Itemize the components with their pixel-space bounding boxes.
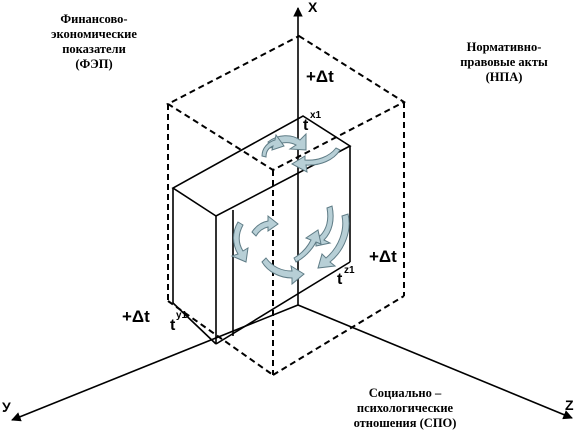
increment-top: +Δt (306, 67, 334, 86)
rotation-arrow-icon (290, 147, 341, 173)
outer-dashed-box (165, 34, 407, 376)
rotation-arrow-icon (251, 214, 279, 237)
caption-npa-line2: правовые акты (460, 55, 548, 69)
rotation-arrow-icon (230, 221, 249, 263)
caption-npa-line3: (НПА) (485, 70, 523, 84)
rotation-arrow-icon (261, 257, 305, 286)
ty1-sub: y1 (176, 310, 188, 321)
time-label-tx1: t x1 (303, 110, 322, 134)
caption-npa-line1: Нормативно- (466, 40, 542, 54)
increment-left: +Δt (122, 307, 150, 326)
tx1-base: t (303, 117, 309, 134)
caption-spo-line1: Социально – (368, 386, 442, 400)
increment-right: +Δt (369, 247, 397, 266)
caption-fep-line2: экономические (51, 27, 137, 41)
rotation-arrow-icon (293, 229, 322, 263)
caption-npa: Нормативно- правовые акты (НПА) (434, 40, 574, 85)
tx1-sub: x1 (310, 110, 322, 121)
caption-fep-line1: Финансово- (60, 12, 128, 26)
time-label-ty1: t y1 (170, 310, 188, 334)
z-axis-line (297, 304, 573, 420)
time-label-tz1: t z1 (337, 265, 355, 288)
rotation-arrow-icon (261, 133, 285, 158)
x-axis-label: X (308, 0, 318, 15)
rotation-arrows (230, 132, 350, 286)
tz1-sub: z1 (344, 265, 355, 276)
caption-fep-line3: показатели (62, 42, 126, 56)
z-axis-label: Z (565, 397, 574, 413)
caption-fep-line4: (ФЭП) (75, 57, 113, 71)
y-axis-line (11, 304, 299, 422)
caption-spo: Социально – психологические отношения (С… (330, 386, 480, 431)
ty1-base: t (170, 317, 176, 334)
caption-spo-line2: психологические (356, 401, 454, 415)
caption-fep: Финансово- экономические показатели (ФЭП… (28, 12, 160, 72)
caption-spo-line3: отношения (СПО) (353, 416, 457, 430)
tz1-base: t (337, 271, 343, 288)
rotation-arrow-icon (317, 213, 350, 269)
inner-solid-box (171, 115, 352, 345)
y-axis-label: У (2, 399, 11, 415)
